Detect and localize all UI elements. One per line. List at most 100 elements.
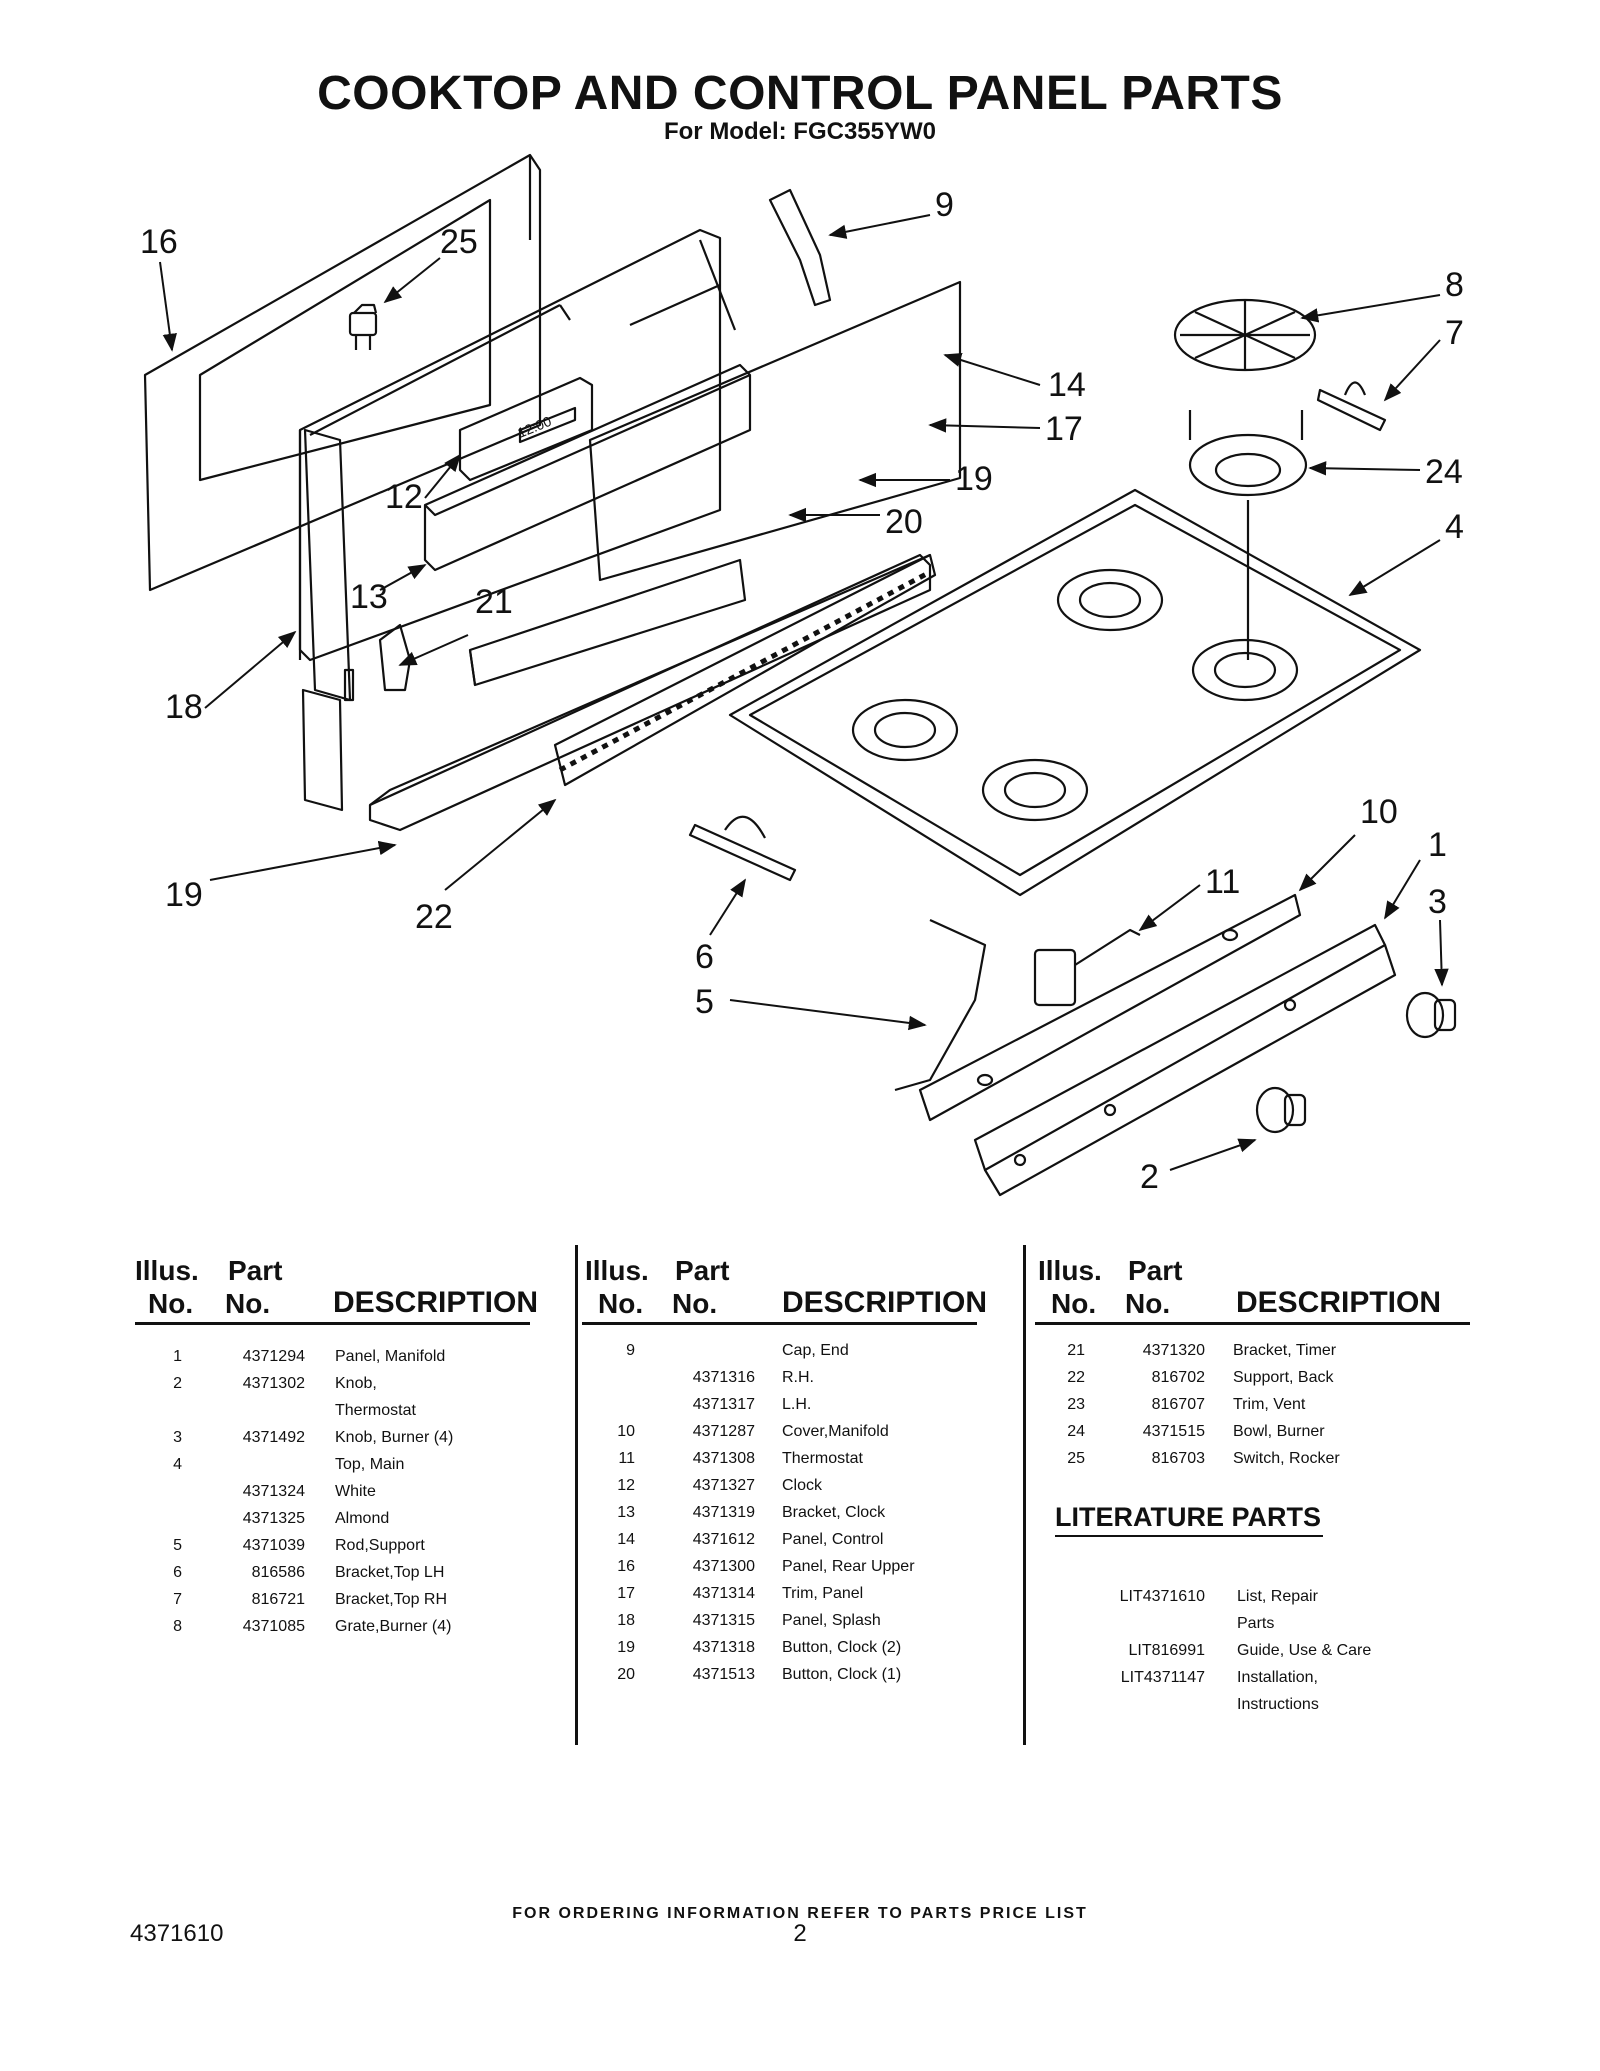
illus-no: 5 [173,1537,182,1554]
part-no: 816702 [1151,1369,1205,1386]
description: List, Repair [1237,1588,1318,1605]
part-no: 4371612 [692,1531,755,1548]
description: Top, Main [335,1456,405,1473]
header-description: DESCRIPTION [1236,1286,1442,1319]
part-no: 4371320 [1142,1342,1205,1359]
illus-no: 18 [617,1612,635,1629]
support-rod-shape [894,918,987,1092]
part-no: 816707 [1151,1396,1205,1413]
header-description: DESCRIPTION [782,1286,988,1319]
ordering-note: FOR ORDERING INFORMATION REFER TO PARTS … [512,1905,1088,1922]
part-no: 4371325 [242,1510,305,1527]
panel-trim-shape [301,428,355,812]
description: Bracket,Top LH [335,1564,445,1581]
column-divider-1 [575,1245,578,1745]
description: Support, Back [1233,1369,1334,1386]
header-part-1: Part [1128,1255,1183,1286]
part-no: LIT4371147 [1120,1669,1205,1686]
callout-1: 1 [1428,826,1447,864]
callout-5: 5 [695,983,714,1021]
illus-no: 19 [617,1639,635,1656]
part-no: 4371492 [242,1429,305,1446]
header-part-2: No. [672,1288,718,1319]
header-illus-1: Illus. [1038,1255,1102,1286]
illus-no: 22 [1067,1369,1085,1386]
callout-18: 19 [165,876,203,914]
illus-no: 16 [617,1558,635,1575]
illus-no: 2 [173,1375,182,1392]
callout-14: 14 [1048,366,1086,404]
part-no: 4371294 [242,1348,305,1365]
callout-17: 18 [165,688,203,726]
description: Bracket, Timer [1233,1342,1337,1359]
bracket-top-rh-shape [1316,381,1387,432]
description: Bracket,Top RH [335,1591,448,1608]
callout-12: 12 [385,478,423,516]
callout-11: 11 [1205,863,1241,901]
part-no: 4371308 [692,1450,755,1467]
clock-shape: 12:00 [458,376,594,482]
illus-no: 11 [618,1450,635,1467]
burner-knob-shape [1405,991,1457,1039]
illus-no: 23 [1067,1396,1085,1413]
illus-no: 20 [617,1666,635,1683]
back-support-shape [378,623,412,692]
callout-8: 8 [1445,266,1464,304]
callout-20: 17 [1045,410,1083,448]
callout-13: 13 [350,578,388,616]
part-no: 4371316 [692,1369,755,1386]
illus-no: 3 [173,1429,182,1446]
illus-no: 13 [617,1504,635,1521]
bracket-top-lh-shape [688,815,797,882]
burner-grate-shape [1173,298,1317,372]
part-no: 816721 [251,1591,305,1608]
part-no: 4371287 [692,1423,755,1440]
part-no: 4371515 [1142,1423,1205,1440]
callout-21: 20 [885,503,923,541]
description: Knob, [335,1375,377,1392]
literature-heading-rule [1055,1535,1323,1537]
description: Cap, End [782,1342,849,1359]
exploded-parts-diagram: 12:00 [143,153,1457,1197]
description: Guide, Use & Care [1237,1642,1372,1659]
thermostat-knob-shape [1255,1086,1307,1134]
callout-23: 22 [415,898,453,936]
vent-trim-shape [553,553,937,787]
callout-6: 6 [695,938,714,976]
description: Switch, Rocker [1233,1450,1340,1467]
header-illus-1: Illus. [585,1255,649,1286]
control-panel-shape [298,228,962,662]
thermostat-shape [1033,928,1141,1007]
description: Rod,Support [335,1537,425,1554]
part-no: LIT4371610 [1119,1588,1205,1605]
header-part-2: No. [1125,1288,1171,1319]
illus-no: 10 [617,1423,635,1440]
header-illus-1: Illus. [135,1255,199,1286]
end-cap-shape [768,188,832,307]
splash-panel-shape [368,553,932,832]
part-no: 4371085 [242,1618,305,1635]
header-illus-2: No. [148,1288,194,1319]
header-illus-2: No. [598,1288,644,1319]
description: Grate,Burner (4) [335,1618,452,1635]
header-part-1: Part [228,1255,283,1286]
description: Button, Clock (2) [782,1639,902,1656]
callout-19: 19 [955,460,993,498]
description: Button, Clock (1) [782,1666,902,1683]
illus-no: 14 [617,1531,635,1548]
header-part-1: Part [675,1255,730,1286]
description: Panel, Splash [782,1612,881,1629]
callout-4: 4 [1445,508,1464,546]
callout-25: 25 [440,223,478,261]
main-top-shape [728,488,1422,897]
illus-no: 4 [173,1456,182,1473]
callout-16: 16 [140,223,178,261]
description: L.H. [782,1396,812,1413]
part-no: 4371302 [242,1375,305,1392]
part-no: 4371317 [692,1396,755,1413]
clock-bracket-shape [423,363,752,572]
part-no: 4371324 [242,1483,305,1500]
callout-2: 2 [1140,1158,1159,1196]
description: Parts [1237,1615,1275,1632]
callout-3: 3 [1428,883,1447,921]
